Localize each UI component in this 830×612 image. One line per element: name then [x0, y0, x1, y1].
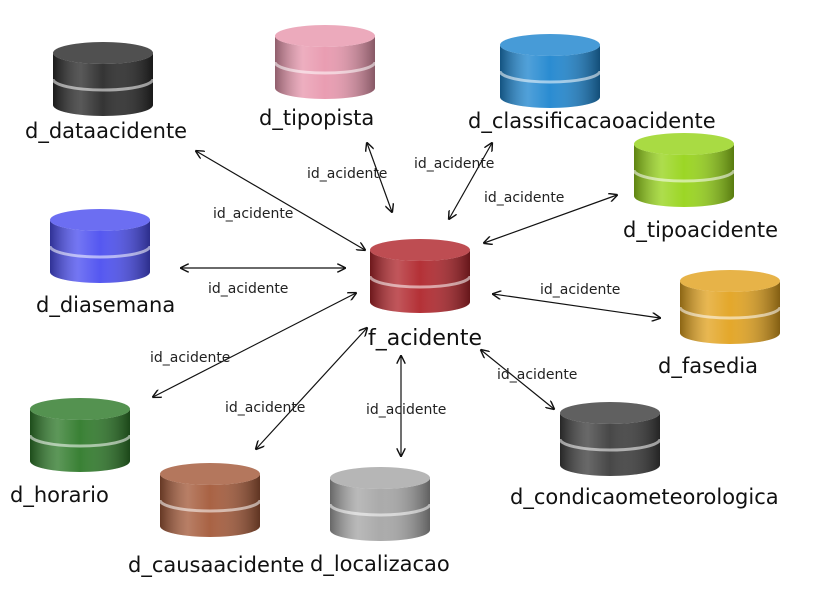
cylinder-top: [500, 34, 600, 56]
cylinder-band: [368, 275, 472, 289]
cylinder-top: [680, 270, 780, 292]
cylinder-shading: [634, 144, 734, 207]
cylinder-top-highlight: [560, 402, 660, 424]
relationship-arrow-classificacaoacidente: [449, 143, 492, 219]
causaacidente-table-node: d_causaacidente: [128, 463, 304, 578]
cylinder-band: [273, 61, 377, 75]
relationship-edges: [153, 143, 660, 456]
relationship-key-label: id_acidente: [213, 206, 293, 222]
relationship-arrow-condicaometeorologica: [481, 350, 554, 409]
cylinder-band: [632, 169, 736, 183]
cylinder-shading: [160, 474, 260, 537]
cylinder-shading: [50, 220, 150, 283]
relationship-key-label: id_acidente: [484, 190, 564, 206]
cylinder-shading: [330, 478, 430, 541]
cylinder-top: [330, 467, 430, 489]
cylinder-top-highlight: [330, 467, 430, 489]
relationship-arrow-causaacidente: [256, 328, 367, 449]
condicaometeorologica-table-node: d_condicaometeorologica: [510, 402, 779, 510]
cylinder-top-highlight: [500, 34, 600, 56]
relationship-key-label: id_acidente: [307, 166, 387, 182]
cylinder-top: [560, 402, 660, 424]
cylinder-top-highlight: [680, 270, 780, 292]
cylinder-shading: [560, 413, 660, 476]
tipopista-table-node: d_tipopista: [259, 25, 377, 131]
cylinder-top: [50, 209, 150, 231]
cylinder-shading: [30, 409, 130, 472]
cylinder-shading: [53, 53, 153, 116]
cylinder-top-highlight: [634, 133, 734, 155]
cylinder-top: [30, 398, 130, 420]
table-name-label: d_condicaometeorologica: [510, 485, 779, 510]
table-name-label: d_horario: [10, 483, 109, 508]
table-name-label: d_causaacidente: [128, 553, 304, 578]
cylinder-shading: [680, 281, 780, 344]
cylinder-band: [678, 306, 782, 320]
cylinder-top-highlight: [370, 239, 470, 261]
table-name-label: d_localizacao: [310, 552, 450, 577]
relationship-key-label: id_acidente: [208, 281, 288, 297]
cylinder-top: [370, 239, 470, 261]
fact-table-node: f_acidente: [368, 239, 482, 351]
diasemana-table-node: d_diasemana: [36, 209, 175, 318]
relationship-arrow-tipopista: [367, 143, 392, 212]
cylinder-top-highlight: [30, 398, 130, 420]
table-name-label: f_acidente: [368, 326, 482, 351]
relationship-key-label: id_acidente: [366, 402, 446, 418]
cylinder-shading: [370, 250, 470, 313]
relationship-arrow-fasedia: [493, 294, 660, 318]
cylinder-top-highlight: [160, 463, 260, 485]
cylinder-band: [51, 78, 155, 92]
cylinder-band: [498, 70, 602, 84]
cylinder-top: [634, 133, 734, 155]
cylinder-top-highlight: [53, 42, 153, 64]
cylinder-top: [160, 463, 260, 485]
cylinder-band: [158, 499, 262, 513]
relationship-key-label: id_acidente: [225, 400, 305, 416]
cylinder-top-highlight: [50, 209, 150, 231]
relationship-key-label: id_acidente: [540, 282, 620, 298]
cylinder-shading: [500, 45, 600, 108]
table-name-label: d_tipoacidente: [623, 218, 778, 243]
table-nodes: d_dataacidente d_tipopista d_classificacao…: [10, 25, 782, 578]
dataacidente-table-node: d_dataacidente: [25, 42, 187, 144]
localizacao-table-node: d_localizacao: [310, 467, 450, 577]
tipoacidente-table-node: d_tipoacidente: [623, 133, 778, 243]
cylinder-shading: [275, 36, 375, 99]
table-name-label: d_tipopista: [259, 106, 374, 131]
relationship-arrow-dataacidente: [196, 151, 365, 250]
relationship-key-label: id_acidente: [150, 350, 230, 366]
cylinder-top-highlight: [275, 25, 375, 47]
table-name-label: d_diasemana: [36, 293, 175, 318]
relationship-key-label: id_acidente: [414, 156, 494, 172]
cylinder-top: [53, 42, 153, 64]
cylinder-band: [48, 245, 152, 259]
horario-table-node: d_horario: [10, 398, 132, 508]
table-name-label: d_dataacidente: [25, 119, 187, 144]
cylinder-top: [275, 25, 375, 47]
table-name-label: d_fasedia: [658, 354, 758, 379]
classificacaoacidente-table-node: d_classificacaoacidente: [468, 34, 716, 134]
relationship-arrow-tipoacidente: [484, 195, 617, 243]
table-name-label: d_classificacaoacidente: [468, 109, 716, 134]
cylinder-band: [28, 434, 132, 448]
fasedia-table-node: d_fasedia: [658, 270, 782, 379]
relationship-key-label: id_acidente: [497, 367, 577, 383]
relationship-labels: id_acidente id_acidente id_acidente id_acid…: [150, 156, 620, 418]
relationship-arrow-horario: [153, 293, 356, 397]
cylinder-band: [558, 438, 662, 452]
cylinder-band: [328, 503, 432, 517]
